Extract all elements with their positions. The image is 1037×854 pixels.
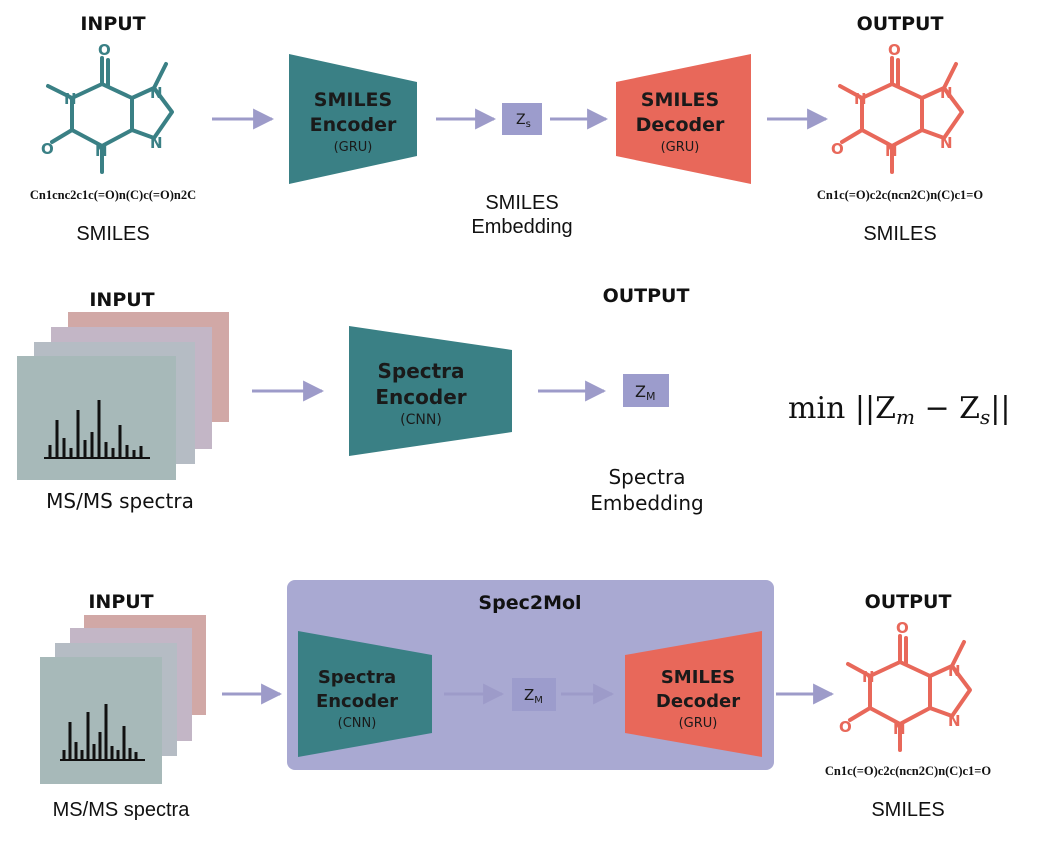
svg-text:N: N [940,84,953,102]
svg-text:O: O [839,718,852,736]
svg-text:O: O [98,41,111,59]
row2-zm-label: ZM [635,382,655,403]
svg-text:N: N [95,142,108,160]
row3-encoder-title-1: Spectra [318,667,396,688]
row1-input-smiles: Cn1cnc2c1c(=O)n(C)c(=O)n2C [30,188,196,202]
row3-decoder-title-1: SMILES [661,667,735,688]
row2-embedding-line2: Embedding [590,491,703,515]
svg-text:N: N [854,90,867,108]
row2-zm-box [623,374,669,407]
row2-output-header: OUTPUT [603,285,690,307]
row2-encoder-title-2: Encoder [375,385,466,409]
svg-text:O: O [896,619,909,637]
row2-embedding-line1: Spectra [608,465,685,489]
svg-text:O: O [888,41,901,59]
caffeine-molecule-icon [846,634,972,752]
svg-text:O: O [41,140,54,158]
row1-input-header: INPUT [80,13,145,35]
row1-decoder-sub: (GRU) [661,140,700,155]
spec2mol-title: Spec2Mol [478,592,581,614]
row1-smiles-decoder [616,54,751,184]
row1-input-label: SMILES [76,223,149,245]
row1-embedding-line2: Embedding [471,216,572,238]
row3-output-smiles: Cn1c(=O)c2c(ncn2C)n(C)c1=O [825,764,992,778]
row3-output-header: OUTPUT [865,591,952,613]
row1-output-smiles: Cn1c(=O)c2c(ncn2C)n(C)c1=O [817,188,984,202]
svg-text:N: N [862,668,875,686]
row2-input-header: INPUT [89,289,154,311]
row2-spectra-encoder [349,326,512,456]
row1-output-label: SMILES [863,223,936,245]
svg-text:N: N [893,720,906,738]
svg-text:N: N [64,90,77,108]
svg-text:N: N [948,712,961,730]
row1-decoder-title-2: Decoder [636,114,725,136]
row1-output-molecule-atoms: O N O N N N [831,41,953,160]
row3-spectra-encoder [298,631,432,757]
row3-zm-box [512,678,556,711]
row1-zs-box [502,103,542,135]
svg-text:N: N [940,134,953,152]
row1-decoder-title-1: SMILES [641,89,719,111]
svg-text:N: N [150,134,163,152]
row1-encoder-title-1: SMILES [314,89,392,111]
spectra-stack-icon [17,312,229,480]
row3-decoder-sub: (GRU) [679,716,718,731]
row3-encoder-sub: (CNN) [338,716,377,731]
caffeine-molecule-icon [838,56,964,174]
row1-encoder-sub: (GRU) [334,140,373,155]
row3-decoder-title-2: Decoder [656,691,740,712]
row1-encoder-title-2: Encoder [310,114,397,136]
row2-input-label: MS/MS spectra [46,489,194,513]
row3-zm-label: ZM [524,686,543,706]
row3-smiles-decoder [625,631,762,757]
row1-smiles-encoder [289,54,417,184]
row2-encoder-title-1: Spectra [377,359,464,383]
row3-input-label: MS/MS spectra [53,799,191,821]
row1-embedding-line1: SMILES [485,192,558,214]
row3-input-header: INPUT [88,591,153,613]
spectra-stack-icon [40,615,206,784]
svg-text:N: N [885,142,898,160]
svg-text:N: N [948,662,961,680]
loss-formula: min ||Zm − Zs|| [788,391,1010,429]
caffeine-molecule-icon [46,56,174,174]
row1-zs-label: Zs [516,112,531,130]
row3-encoder-title-2: Encoder [316,691,398,712]
row3-output-label: SMILES [871,799,944,821]
row1-molecule-atoms: O N O N N N [41,41,163,160]
row2-encoder-sub: (CNN) [400,412,442,428]
row3-output-molecule-atoms: O N O N N N [839,619,961,738]
svg-text:O: O [831,140,844,158]
svg-text:N: N [150,84,163,102]
row1-output-header: OUTPUT [857,13,944,35]
